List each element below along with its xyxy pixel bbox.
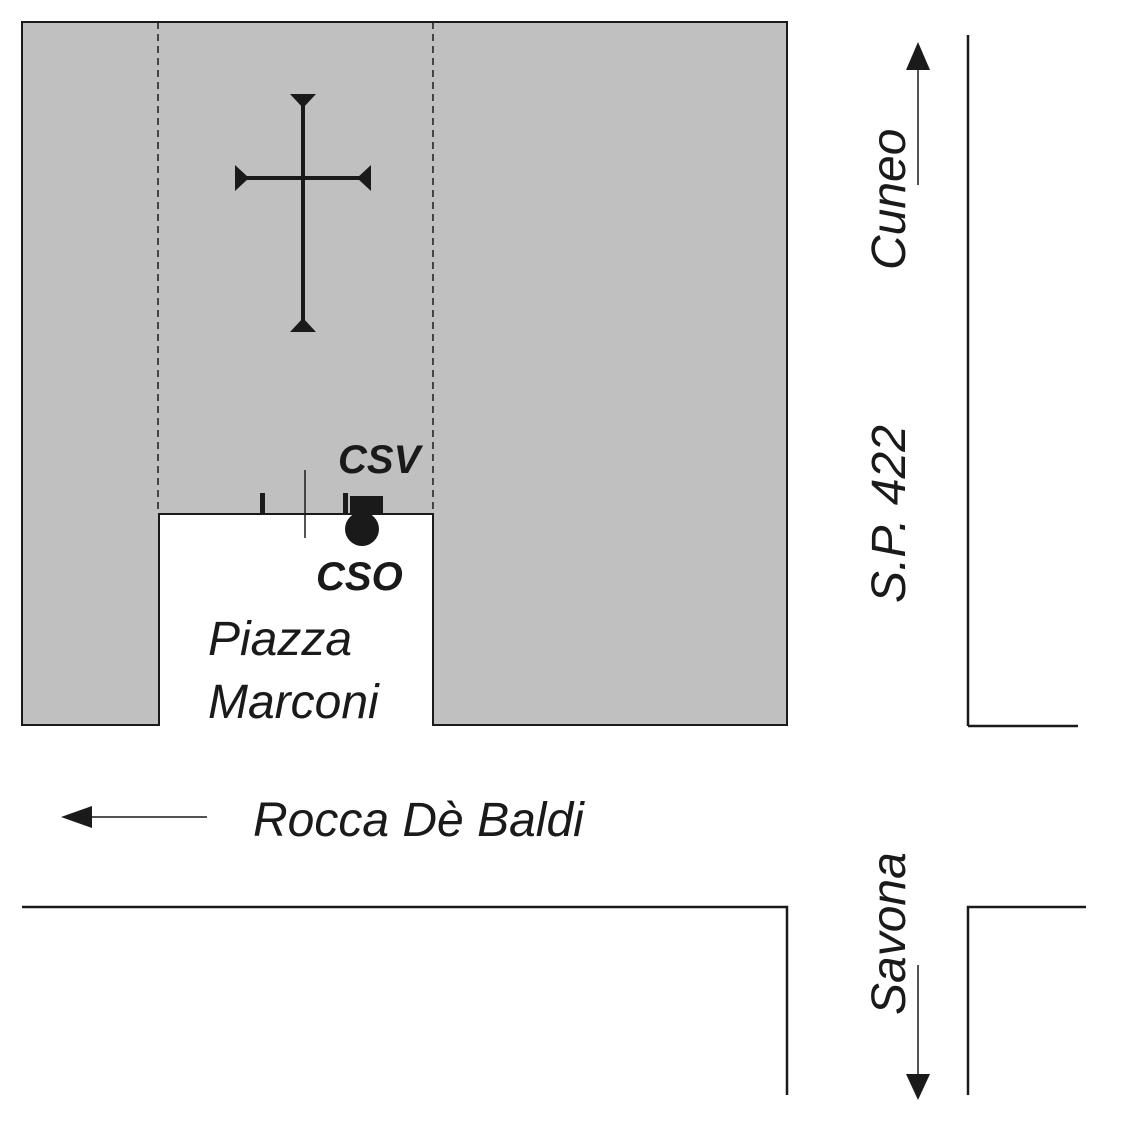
arrow-west-icon (61, 806, 207, 828)
piazza-name-line1: Piazza (208, 613, 352, 666)
savona-label: Savona (863, 852, 916, 1015)
cso-label: CSO (316, 555, 403, 599)
cuneo-label: Cuneo (863, 129, 916, 270)
church-block (21, 21, 788, 726)
road-edge-east-lower (966, 905, 1086, 1095)
csv-marker-icon (343, 493, 383, 513)
road-name-label: S.P. 422 (863, 425, 916, 603)
csv-label: CSV (338, 438, 424, 482)
road-edge-south-block (22, 905, 789, 1095)
cross-icon (235, 94, 371, 332)
cso-marker-icon (345, 512, 379, 546)
rocca-label: Rocca Dè Baldi (253, 794, 585, 847)
arrow-south-icon (906, 965, 930, 1100)
piazza-name-line2: Marconi (208, 676, 380, 729)
facade-marker-left (260, 493, 265, 513)
arrow-north-icon (906, 42, 930, 185)
